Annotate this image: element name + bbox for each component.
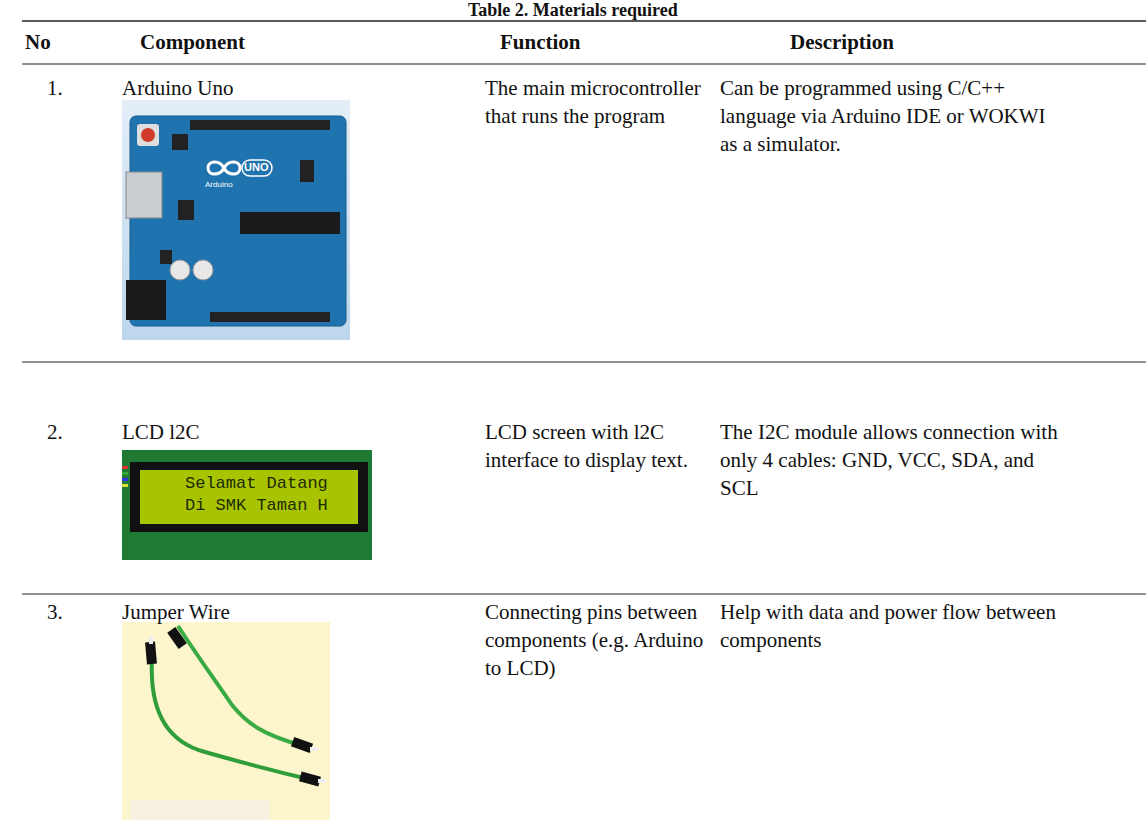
component-name: Jumper Wire [122,598,230,626]
arduino-illustration [122,100,350,340]
function-cell: Connecting pins between components (e.g.… [485,598,720,682]
table-title: Table 2. Materials required [468,1,678,19]
component-name: LCD l2C [122,418,200,446]
function-cell: LCD screen with l2C interface to display… [485,418,720,474]
board-brand-text: Arduino [205,180,233,189]
function-cell: The main microcontroller that runs the p… [485,74,720,130]
row-number: 3. [47,598,63,626]
table-rule [22,594,1146,595]
lcd-screen-text: Selamat Datang [185,474,328,494]
header-cell: Component [140,28,245,56]
header-cell: No [25,28,51,56]
header-cell: Description [790,28,894,56]
description-cell: Can be programmed using C/C++ language v… [720,74,1065,158]
jumper-wire-illustration [122,622,330,820]
lcd-screen-text: Di SMK Taman H [185,496,328,516]
description-cell: The I2C module allows connection with on… [720,418,1065,502]
description-cell: Help with data and power flow between co… [720,598,1065,654]
board-logo-text: UNO [244,161,268,173]
lcd-illustration [122,450,372,560]
header-cell: Function [500,28,581,56]
row-number: 1. [47,74,63,102]
table-rule [22,362,1146,363]
table-rule [22,64,1146,65]
table-rule [22,20,1146,22]
row-number: 2. [47,418,63,446]
component-name: Arduino Uno [122,74,233,102]
